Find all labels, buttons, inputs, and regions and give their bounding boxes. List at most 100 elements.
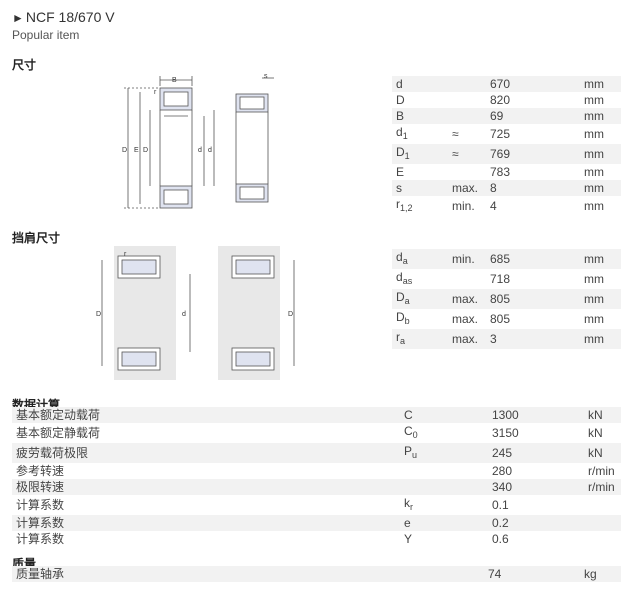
symbol-subscript: 1 bbox=[402, 131, 408, 141]
section-dimensions-title: 尺寸 bbox=[12, 58, 37, 72]
value-cell: 685 bbox=[486, 249, 580, 269]
symbol-cell: s bbox=[392, 180, 448, 196]
symbol-subscript: 1,2 bbox=[400, 203, 413, 213]
qualifier-cell bbox=[448, 76, 486, 92]
unit-cell bbox=[584, 495, 621, 515]
label-d: d bbox=[198, 147, 202, 154]
label-cell: 基本额定静载荷 bbox=[16, 426, 101, 440]
unit-cell: mm bbox=[584, 312, 604, 326]
symbol-cell: Db bbox=[392, 309, 448, 329]
value-cell: 4 bbox=[490, 199, 497, 213]
value-cell: 3 bbox=[486, 329, 580, 349]
label-Da: D bbox=[96, 311, 101, 318]
qualifier-cell: max. bbox=[448, 180, 486, 196]
symbol: P bbox=[404, 444, 413, 458]
symbol-cell: D bbox=[396, 93, 405, 107]
value-cell: 1300 bbox=[488, 407, 584, 423]
unit-cell bbox=[584, 515, 621, 531]
unit-cell: mm bbox=[580, 76, 621, 92]
value-cell: 8 bbox=[486, 180, 580, 196]
value-cell: 718 bbox=[490, 272, 511, 286]
symbol-cell bbox=[400, 463, 488, 479]
unit-cell: r/min bbox=[588, 464, 615, 478]
value-cell: 280 bbox=[492, 464, 513, 478]
label-cell: 极限转速 bbox=[12, 479, 400, 495]
product-subtitle: Popular item bbox=[12, 28, 80, 42]
label-cell: 疲劳载荷极限 bbox=[12, 443, 400, 463]
symbol-subscript: u bbox=[412, 450, 418, 460]
symbol-subscript: 0 bbox=[412, 430, 418, 440]
symbol: d bbox=[396, 250, 403, 264]
symbol-subscript: 1 bbox=[404, 151, 410, 161]
unit-cell: mm bbox=[584, 127, 604, 141]
value-cell: 3150 bbox=[492, 426, 519, 440]
value-cell: 340 bbox=[488, 479, 584, 495]
product-title: ►NCF 18/670 V bbox=[12, 9, 115, 25]
table-row: 参考转速 280 r/min bbox=[12, 463, 621, 479]
unit-cell: r/min bbox=[584, 479, 621, 495]
value-cell: 805 bbox=[486, 289, 580, 309]
label-s: s bbox=[264, 73, 268, 80]
symbol-cell: C0 bbox=[400, 423, 488, 443]
qualifier-cell bbox=[448, 269, 486, 289]
unit-cell: kN bbox=[584, 443, 621, 463]
label-cell: 质量轴承 bbox=[12, 566, 484, 582]
value-cell: 0.6 bbox=[492, 532, 509, 546]
qualifier-cell: min. bbox=[452, 199, 475, 213]
symbol-subscript: b bbox=[404, 316, 410, 326]
value-cell: 245 bbox=[488, 443, 584, 463]
symbol-cell: Y bbox=[404, 532, 413, 546]
unit-cell: mm bbox=[580, 329, 621, 349]
symbol: D bbox=[396, 310, 405, 324]
symbol-cell: d bbox=[392, 76, 448, 92]
symbol: r bbox=[396, 197, 400, 211]
symbol-cell: Da bbox=[392, 289, 448, 309]
qualifier-cell: max. bbox=[448, 289, 486, 309]
section-abutment-title: 挡肩尺寸 bbox=[12, 231, 61, 245]
label-cell: 参考转速 bbox=[16, 464, 65, 478]
label-ra: r bbox=[124, 251, 127, 258]
symbol-cell: kr bbox=[400, 495, 488, 515]
qualifier-cell: max. bbox=[448, 329, 486, 349]
label-E: E bbox=[134, 147, 139, 154]
symbol-subscript: a bbox=[400, 336, 406, 346]
abutment-drawing: D d D r bbox=[96, 246, 295, 380]
symbol-cell: D1 bbox=[392, 144, 448, 164]
value-cell: 805 bbox=[490, 312, 511, 326]
label-Db: D bbox=[288, 311, 293, 318]
unit-cell: mm bbox=[580, 180, 621, 196]
symbol-cell: Pu bbox=[400, 443, 488, 463]
unit-cell: mm bbox=[580, 108, 621, 124]
unit-cell: mm bbox=[580, 289, 621, 309]
symbol: r bbox=[396, 330, 400, 344]
triangle-right-icon: ► bbox=[12, 11, 24, 25]
value-cell: 769 bbox=[486, 144, 580, 164]
unit-cell: mm bbox=[584, 199, 604, 213]
value-cell: 0.1 bbox=[492, 498, 509, 512]
qualifier-cell: ≈ bbox=[452, 127, 459, 141]
label-cell: 基本额定动载荷 bbox=[12, 407, 400, 423]
symbol: D bbox=[396, 145, 405, 159]
label-cell: 计算系数 bbox=[16, 532, 65, 546]
unit-cell: mm bbox=[584, 165, 604, 179]
symbol: D bbox=[396, 290, 405, 304]
unit-cell: kg bbox=[580, 566, 621, 582]
label-D1: D bbox=[143, 147, 148, 154]
symbol-cell: E bbox=[396, 165, 405, 179]
symbol: d bbox=[396, 270, 403, 284]
symbol: C bbox=[404, 424, 413, 438]
